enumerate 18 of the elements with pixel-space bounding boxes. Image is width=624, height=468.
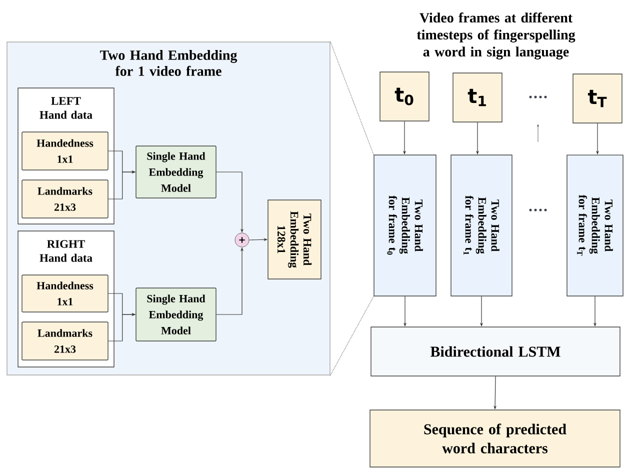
frame-box: t$_{T}$ bbox=[572, 74, 622, 124]
frame-box: t$_{1}$ bbox=[452, 72, 502, 122]
input-box: Handedness 1x1 bbox=[22, 274, 108, 312]
model-box: Single Hand Embedding Model bbox=[136, 146, 216, 198]
connector-line bbox=[330, 41, 374, 155]
lstm-box: Bidirectional LSTM bbox=[370, 326, 620, 376]
input-box: Landmarks 21x3 bbox=[22, 180, 108, 218]
output-box: Sequence of predicted word characters bbox=[370, 410, 620, 468]
embedding-box: Two Hand Embedding for frame t$_{0}$ bbox=[374, 154, 436, 296]
connector-line bbox=[330, 296, 374, 376]
input-box: Handedness 1x1 bbox=[22, 132, 108, 170]
embedding-box: Two Hand Embedding for frame t$_{T}$ bbox=[566, 154, 624, 296]
embedding-box: Two Hand Embedding for frame t$_{1}$ bbox=[450, 154, 512, 296]
heading: Video frames at different timesteps of fingerspelling a word in sign language bbox=[416, 12, 576, 60]
frame-box: t$_{0}$ bbox=[380, 72, 430, 122]
model-box: Single Hand Embedding Model bbox=[136, 288, 216, 342]
input-box: Landmarks 21x3 bbox=[22, 322, 108, 360]
output-box: Two Hand Embedding 128x1 bbox=[268, 200, 322, 280]
